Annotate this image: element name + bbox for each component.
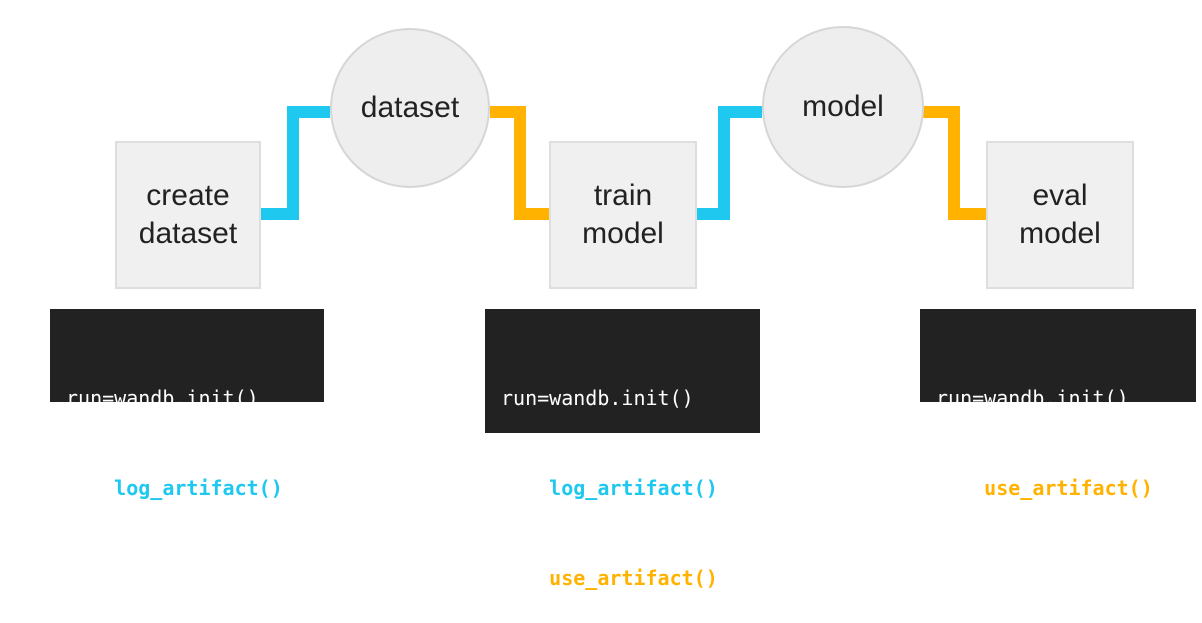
node-label-line: train — [593, 179, 653, 212]
node-train-model: train model — [549, 141, 697, 289]
code-line: run.use_artifact() — [501, 566, 718, 590]
node-label-line: model — [1019, 217, 1101, 250]
connector-dataset-to-train — [490, 106, 551, 220]
use-artifact-call: use_artifact() — [549, 566, 718, 590]
node-eval-model: eval model — [986, 141, 1134, 289]
code-line: run.log_artifact() — [66, 476, 283, 500]
code-block-eval: run=wandb.init() run.use_artifact() — [920, 309, 1196, 500]
artifact-label: dataset — [360, 91, 460, 124]
node-create-dataset: create dataset — [115, 141, 261, 289]
log-artifact-call: log_artifact() — [549, 476, 718, 500]
code-line: run.use_artifact() — [936, 476, 1153, 500]
connector-model-to-eval — [922, 106, 988, 220]
artifact-dataset: dataset — [330, 28, 490, 188]
use-artifact-call: use_artifact() — [984, 476, 1153, 500]
node-label-line: model — [582, 217, 664, 250]
code-line: run.log_artifact() — [501, 476, 718, 500]
node-label-line: eval — [1032, 179, 1088, 212]
node-label-line: dataset — [138, 217, 238, 250]
artifact-label: model — [802, 90, 884, 123]
code-block-create: run=wandb.init() run.log_artifact() — [50, 309, 324, 500]
artifact-model: model — [762, 26, 924, 188]
code-line: run=wandb.init() — [66, 386, 259, 410]
connector-layer — [258, 106, 988, 220]
node-label-line: create — [146, 179, 230, 212]
code-line: run=wandb.init() — [501, 386, 694, 410]
connector-create-to-dataset — [258, 106, 330, 220]
connector-train-to-model — [696, 106, 762, 220]
code-block-train: run=wandb.init() run.log_artifact() run.… — [485, 309, 760, 590]
log-artifact-call: log_artifact() — [114, 476, 283, 500]
code-line: run=wandb.init() — [936, 386, 1129, 410]
